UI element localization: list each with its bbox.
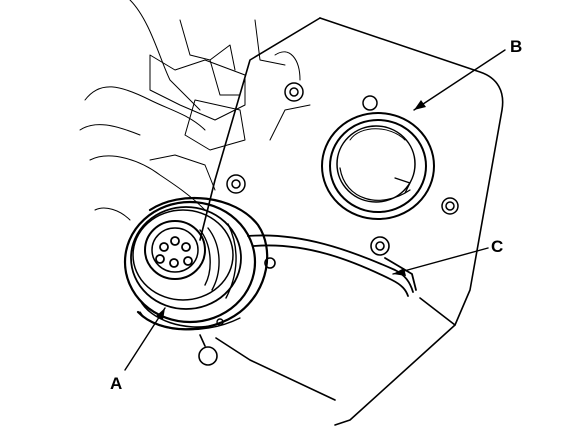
leader-c <box>392 247 489 275</box>
background-structure <box>79 0 311 221</box>
panel-screw-holes <box>226 82 459 215</box>
callout-label-c: C <box>491 237 503 256</box>
callout-label-a: A <box>110 374 122 393</box>
leader-b <box>413 49 506 111</box>
arrowhead-a <box>156 308 165 320</box>
callout-label-b: B <box>510 37 522 56</box>
callout-leaders <box>124 49 506 371</box>
leader-a <box>124 307 166 371</box>
filler-neck-opening <box>321 112 435 220</box>
arrowhead-c <box>393 268 406 276</box>
tether-strap <box>247 234 417 297</box>
cap-vent-holes <box>155 236 193 268</box>
callout-arrowheads <box>156 100 426 320</box>
arrowhead-b <box>414 100 426 110</box>
fuel-cap <box>123 196 276 366</box>
tether-anchor <box>370 236 390 256</box>
